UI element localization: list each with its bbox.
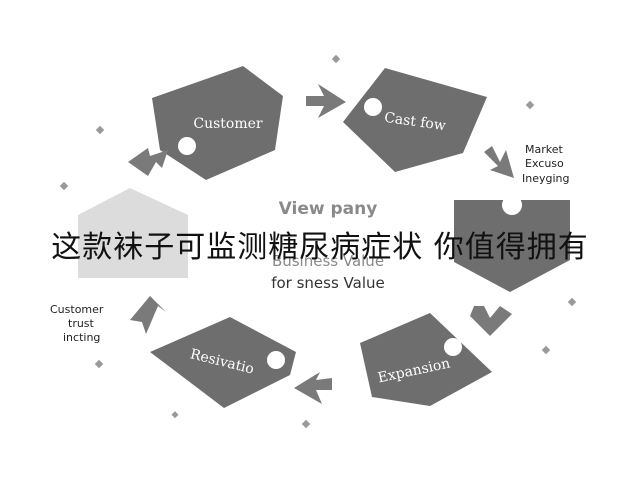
dot [525, 100, 535, 110]
arrow-icon [306, 84, 346, 118]
overlay-banner-text: 这款袜子可监测糖尿病症状 你值得拥有 [51, 230, 589, 265]
arrow-icon [484, 146, 514, 178]
reservation-piece: Resivatio [150, 317, 296, 408]
dot [59, 181, 69, 191]
arrow-icon [130, 296, 166, 334]
trust-label-line: Customer [50, 303, 104, 316]
right-piece [454, 200, 570, 292]
dot [541, 345, 551, 355]
dot [94, 359, 104, 369]
dot [301, 419, 311, 429]
customer-label: Customer [193, 116, 263, 132]
market-label-line: Excuso [525, 157, 564, 170]
market-label-line: Ineyging [522, 172, 570, 185]
arrow-icon [294, 372, 332, 404]
trust-label-line: incting [63, 331, 100, 344]
dot [171, 411, 179, 419]
right-piece-notch [502, 195, 522, 215]
customer-piece: Customer [152, 66, 283, 180]
expansion-piece: Expansion [360, 313, 492, 406]
decorative-dots [59, 54, 577, 429]
center-caption: for sness Value [271, 274, 385, 292]
cash-flow-piece: Cast fow [343, 68, 487, 172]
center-subtitle: Business Value [272, 252, 384, 270]
dot [567, 297, 577, 307]
trust-label-group: Customer trust incting [50, 303, 104, 344]
arrow-icon [128, 148, 168, 176]
market-label-group: Market Excuso Ineyging [522, 143, 570, 185]
dot [95, 125, 105, 135]
center-title: View pany [279, 199, 378, 219]
cycle-arrows [128, 84, 514, 404]
market-label-line: Market [525, 143, 563, 156]
arrow-icon [470, 306, 512, 336]
dot [331, 54, 341, 64]
left-piece [78, 188, 188, 278]
trust-label-line: trust [68, 317, 95, 330]
